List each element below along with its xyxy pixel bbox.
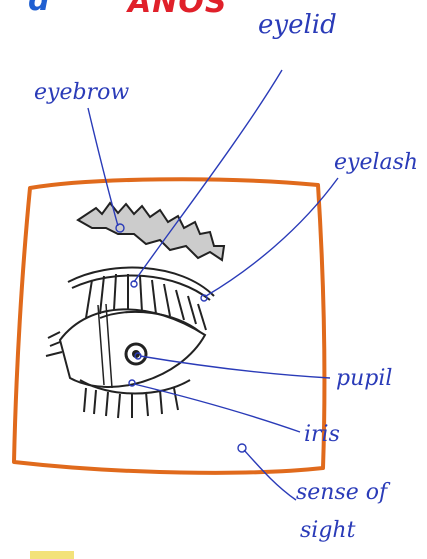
label-sense-of: sense of xyxy=(296,482,387,504)
label-pupil: pupil xyxy=(336,368,392,390)
label-eyelid: eyelid xyxy=(258,12,337,38)
eye-shape xyxy=(46,268,214,418)
label-eyebrow: eyebrow xyxy=(34,82,129,104)
leader-lines xyxy=(88,70,338,500)
label-iris: iris xyxy=(304,424,340,446)
label-sight: sight xyxy=(300,520,355,542)
label-eyelash: eyelash xyxy=(334,152,418,174)
yellow-highlight-mark xyxy=(30,551,74,559)
eyebrow-shape xyxy=(78,203,224,260)
